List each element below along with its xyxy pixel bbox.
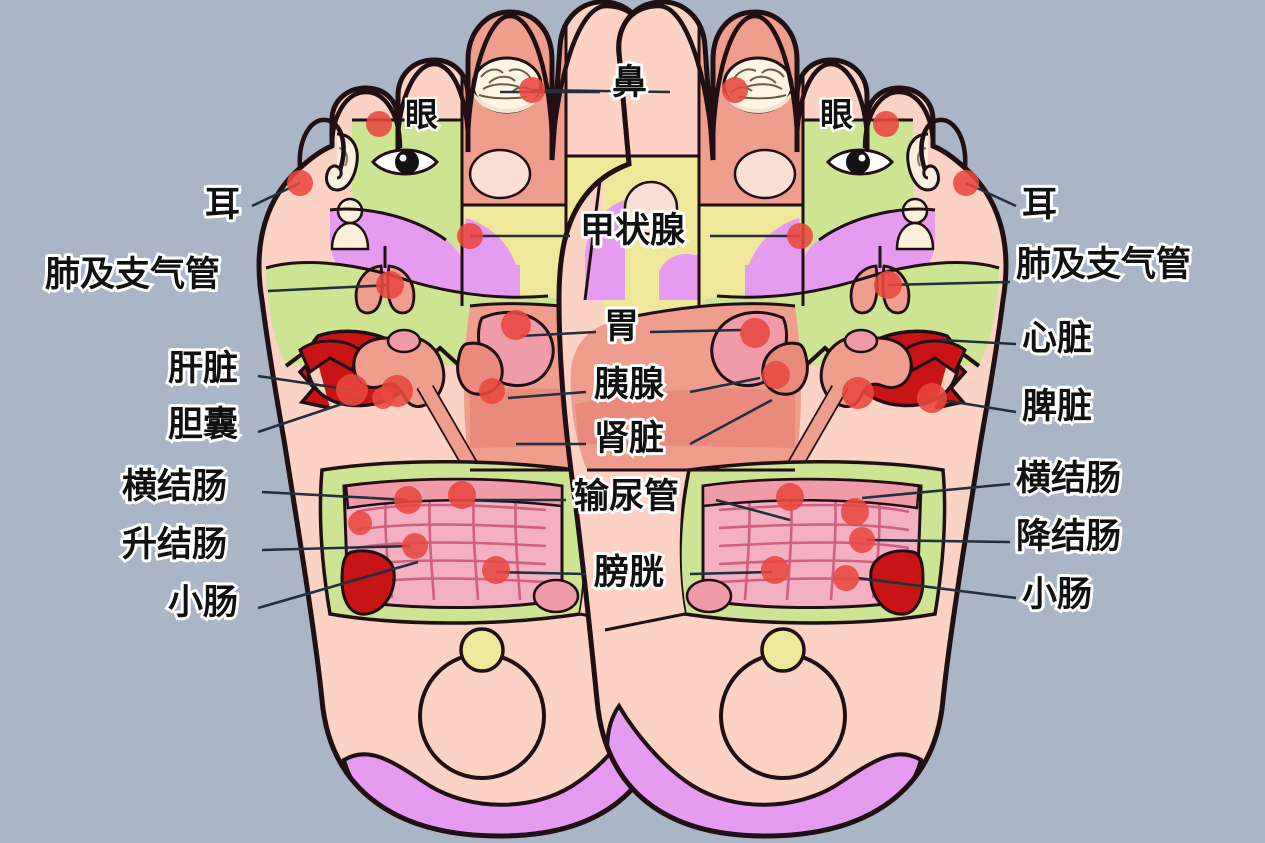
left-transverse-colon-dot[interactable] — [394, 486, 422, 514]
leader-center-right-nose — [531, 88, 671, 94]
left-small-intestine-dot[interactable] — [402, 533, 428, 559]
leader-center-left-pancreas — [507, 390, 587, 400]
left-ear-dot[interactable] — [287, 170, 313, 196]
center-label-thyroid[interactable]: 甲状腺 — [577, 211, 687, 251]
left-label-ear[interactable]: 耳 — [202, 185, 242, 225]
right-transverse-colon-dot[interactable] — [841, 498, 869, 526]
left-pancreas-dot[interactable] — [479, 378, 505, 404]
eye-label-right: 眼 — [818, 95, 855, 134]
right-label-ear[interactable]: 耳 — [1019, 185, 1059, 225]
right-bladder-dot[interactable] — [761, 556, 789, 584]
left-label-gallbladder[interactable]: 胆囊 — [165, 405, 240, 445]
right-label-spleen[interactable]: 脾脏 — [1019, 387, 1094, 427]
left-label-ascending-colon[interactable]: 升结肠 — [119, 525, 229, 565]
right-ureter-dot[interactable] — [776, 483, 804, 511]
eye-label-left: 眼 — [403, 95, 440, 134]
left-lung-dot[interactable] — [376, 271, 404, 299]
left-label-small-intestine[interactable]: 小肠 — [165, 583, 240, 623]
right-foot-outline — [556, 0, 1009, 839]
leader-right-lung-bronchi — [887, 280, 1011, 287]
right-stomach-dot[interactable] — [762, 361, 790, 389]
left-ureter-dot[interactable] — [448, 481, 476, 509]
center-label-ureter[interactable]: 输尿管 — [571, 477, 681, 517]
center-label-pancreas[interactable]: 胰腺 — [591, 365, 666, 405]
leader-left-small-intestine — [257, 560, 419, 610]
left-stomach-dot[interactable] — [501, 310, 531, 340]
left-liver-dot[interactable] — [336, 374, 368, 406]
leader-center-right-ureter — [715, 498, 791, 522]
leader-center-right-pancreas — [689, 376, 761, 394]
right-ear-dot[interactable] — [953, 170, 979, 196]
leader-center-left-stomach — [519, 330, 597, 338]
right-eye-dot[interactable] — [873, 111, 899, 137]
left-label-transverse-colon[interactable]: 横结肠 — [119, 467, 229, 507]
right-label-transverse-colon[interactable]: 横结肠 — [1013, 459, 1123, 499]
leader-left-transverse-colon — [261, 490, 409, 502]
leader-left-gallbladder — [257, 396, 361, 434]
right-nose-dot[interactable] — [722, 77, 748, 103]
left-nose-dot[interactable] — [519, 77, 545, 103]
center-label-nose[interactable]: 鼻 — [609, 63, 649, 103]
right-label-heart[interactable]: 心脏 — [1019, 319, 1094, 359]
right-lung-dot[interactable] — [874, 271, 902, 299]
right-kidney-dot[interactable] — [842, 377, 874, 409]
left-kidney-dot[interactable] — [381, 375, 413, 407]
leader-center-left-bladder — [495, 570, 587, 576]
center-label-kidney[interactable]: 肾脏 — [591, 419, 666, 459]
right-label-small-intestine[interactable]: 小肠 — [1019, 575, 1094, 615]
reflex-dots-right — [722, 77, 979, 591]
leader-right-transverse-colon — [861, 482, 1011, 500]
left-bladder-dot[interactable] — [482, 556, 510, 584]
right-label-descending-colon[interactable]: 降结肠 — [1013, 517, 1123, 557]
reflex-dots-left — [287, 77, 545, 584]
center-label-stomach[interactable]: 胃 — [601, 307, 641, 347]
right-heart-dot[interactable] — [740, 318, 770, 348]
left-toe-outlines — [297, 3, 649, 171]
leader-center-right-kidney — [689, 398, 773, 446]
leader-right-descending-colon — [865, 538, 1011, 544]
left-label-liver[interactable]: 肝脏 — [165, 349, 240, 389]
left-label-lung-bronchi[interactable]: 肺及支气管 — [42, 255, 222, 295]
leader-left-ascending-colon — [261, 544, 411, 552]
right-descending-colon-dot[interactable] — [849, 527, 875, 553]
right-small-intestine-dot[interactable] — [833, 565, 859, 591]
leader-left-lung-bronchi — [267, 283, 391, 293]
left-eye-dot[interactable] — [366, 111, 392, 137]
center-label-bladder[interactable]: 膀胱 — [591, 553, 666, 593]
left-thyroid-dot[interactable] — [457, 223, 483, 249]
leader-center-right-stomach — [649, 328, 743, 334]
right-thyroid-dot[interactable] — [787, 223, 813, 249]
leader-right-heart — [939, 338, 1017, 346]
leader-center-right-bladder — [689, 570, 773, 576]
right-label-lung-bronchi[interactable]: 肺及支气管 — [1013, 245, 1193, 285]
left-ascending-colon-dot[interactable] — [348, 511, 372, 535]
leader-right-small-intestine — [857, 576, 1017, 600]
right-spleen-dot[interactable] — [917, 383, 947, 413]
